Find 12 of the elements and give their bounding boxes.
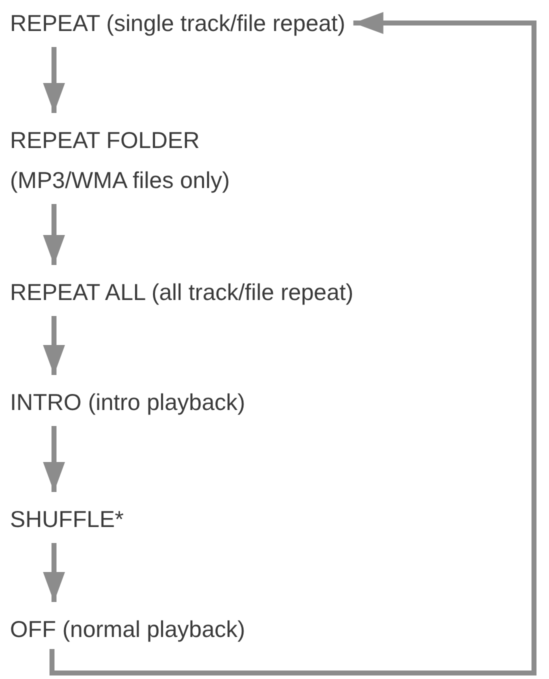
arrow (43, 316, 65, 375)
mode-label: REPEAT ALL (all track/file repeat) (10, 278, 354, 307)
mode-label: OFF (normal playback) (10, 615, 246, 644)
mode-label: REPEAT FOLDER (MP3/WMA files only) (10, 126, 231, 195)
return-arrow (50, 12, 536, 676)
arrow (43, 204, 65, 265)
arrow (43, 426, 65, 492)
arrow (43, 543, 65, 602)
mode-label: SHUFFLE* (10, 505, 124, 534)
arrow (43, 47, 65, 113)
mode-label: INTRO (intro playback) (10, 388, 246, 417)
mode-label: REPEAT (single track/file repeat) (10, 9, 346, 38)
